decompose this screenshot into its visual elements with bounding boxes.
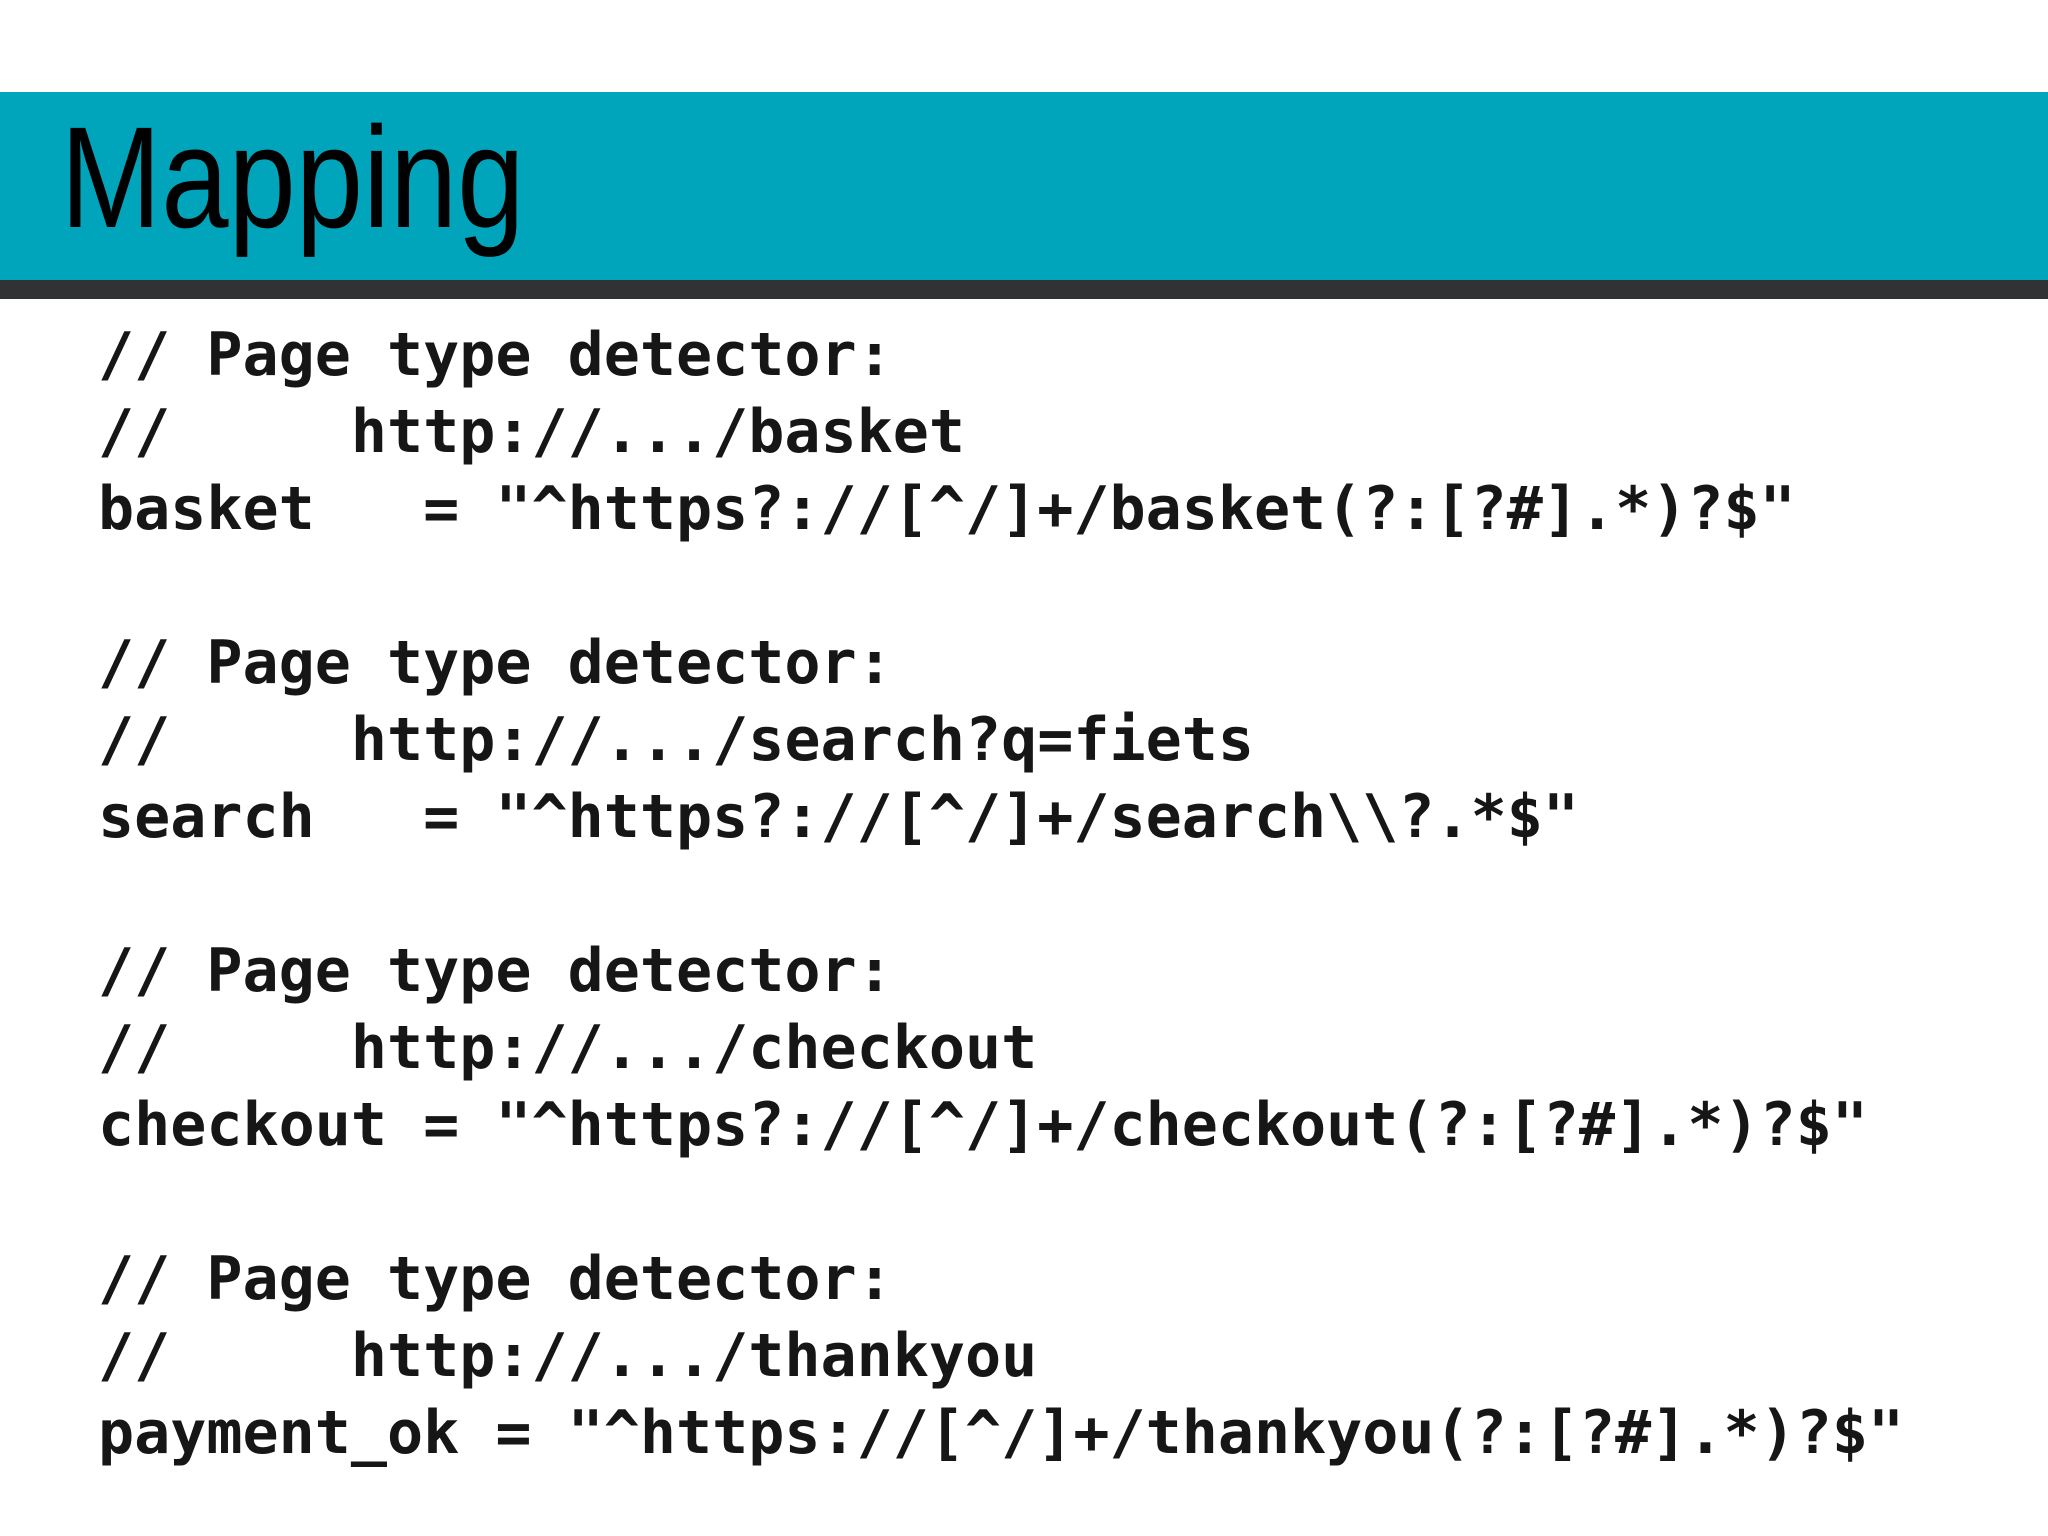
code-line-comment: // Page type detector:: [98, 936, 893, 1006]
slide-title-bar: Mapping: [0, 92, 2048, 280]
code-block-search: // Page type detector: // http://.../sea…: [98, 625, 2048, 856]
code-line-url-example: // http://.../basket: [98, 397, 965, 467]
code-block-basket: // Page type detector: // http://.../bas…: [98, 317, 2048, 548]
code-line-url-example: // http://.../checkout: [98, 1013, 1038, 1083]
code-line-url-example: // http://.../thankyou: [98, 1321, 1038, 1391]
code-line-regex: checkout = "^https?://[^/]+/checkout(?:[…: [98, 1090, 1869, 1160]
code-block-checkout: // Page type detector: // http://.../che…: [98, 933, 2048, 1164]
title-underline-stripe: [0, 280, 2048, 299]
code-line-regex: basket = "^https?://[^/]+/basket(?:[?#].…: [98, 474, 1796, 544]
code-line-comment: // Page type detector:: [98, 628, 893, 698]
code-line-comment: // Page type detector:: [98, 320, 893, 390]
code-block-payment-ok: // Page type detector: // http://.../tha…: [98, 1241, 2048, 1472]
code-line-url-example: // http://.../search?q=fiets: [98, 705, 1254, 775]
slide-title: Mapping: [60, 97, 525, 258]
code-line-comment: // Page type detector:: [98, 1244, 893, 1314]
code-area: // Page type detector: // http://.../bas…: [0, 299, 2048, 1472]
code-line-regex: payment_ok = "^https://[^/]+/thankyou(?:…: [98, 1398, 1905, 1468]
code-line-regex: search = "^https?://[^/]+/search\\?.*$": [98, 782, 1580, 852]
